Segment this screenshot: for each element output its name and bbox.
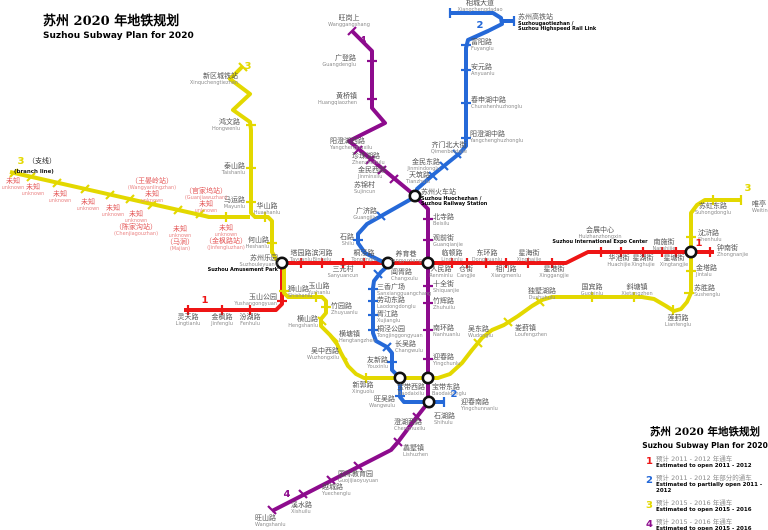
map-title-en: Suzhou Subway Plan for 2020 bbox=[43, 31, 194, 41]
line-4-path bbox=[271, 402, 429, 513]
station-tick bbox=[298, 489, 308, 499]
legend-item-line4: 4 预计 2015 - 2016 年通车 Estimated to open 2… bbox=[642, 519, 768, 530]
station-tick bbox=[365, 155, 375, 165]
map-title-zh: 苏州 2020 年地铁规划 bbox=[43, 14, 180, 29]
station-tick bbox=[353, 145, 363, 155]
map-title: 苏州 2020 年地铁规划 Suzhou Subway Plan for 202… bbox=[43, 10, 194, 41]
station-tick bbox=[382, 342, 392, 352]
station-tick bbox=[473, 338, 483, 348]
legend: 苏州 2020 年地铁规划 Suzhou Subway Plan for 202… bbox=[642, 424, 768, 530]
station-tick bbox=[376, 211, 386, 221]
interchange-station-circle bbox=[421, 256, 435, 270]
station-tick bbox=[173, 205, 183, 215]
line-3-path bbox=[228, 64, 282, 264]
legend-item-line3: 3 预计 2015 - 2016 年通车 Estimated to open 2… bbox=[642, 499, 768, 514]
station-tick bbox=[389, 174, 399, 184]
station-tick bbox=[238, 62, 248, 72]
interchange-station-circle bbox=[381, 256, 395, 270]
interchange-station-circle bbox=[408, 189, 422, 203]
legend-line2-zh: 预计 2011 - 2012 年部分的通车 bbox=[656, 474, 752, 482]
interchange-station-circle bbox=[421, 371, 435, 385]
legend-line3-zh: 预计 2015 - 2016 年通车 bbox=[656, 499, 733, 507]
legend-line3-en: Estimated to open 2015 - 2016 bbox=[656, 507, 752, 513]
legend-title-en: Suzhou Subway Plan for 2020 bbox=[642, 441, 768, 450]
legend-item-line2: 2 预计 2011 - 2012 年部分的通车 Estimated to par… bbox=[642, 474, 768, 495]
station-tick bbox=[267, 505, 277, 515]
interchange-station-circle bbox=[393, 371, 407, 385]
line-3-branch-path bbox=[9, 170, 250, 219]
legend-line1-en: Estimated to open 2011 - 2012 bbox=[656, 463, 752, 469]
legend-item-line1: 1 预计 2011 - 2012 年通车 Estimated to open 2… bbox=[642, 455, 768, 470]
legend-line4-zh: 预计 2015 - 2016 年通车 bbox=[656, 518, 733, 526]
legend-line2-number: 2 bbox=[646, 475, 653, 486]
station-tick bbox=[147, 200, 157, 210]
station-tick bbox=[353, 461, 363, 471]
interchange-station-circle bbox=[422, 395, 436, 409]
station-tick bbox=[329, 333, 339, 343]
station-tick bbox=[317, 316, 327, 326]
station-tick bbox=[326, 475, 336, 485]
station-tick bbox=[9, 168, 19, 178]
station-tick bbox=[377, 165, 387, 175]
station-tick bbox=[439, 161, 449, 171]
station-tick bbox=[503, 317, 513, 327]
station-tick bbox=[373, 269, 383, 279]
legend-line4-number: 4 bbox=[646, 519, 653, 530]
legend-line1-number: 1 bbox=[646, 456, 653, 467]
station-tick bbox=[412, 412, 422, 422]
line-3-path bbox=[282, 198, 741, 380]
station-tick bbox=[105, 190, 115, 200]
station-tick bbox=[125, 194, 135, 204]
station-tick bbox=[52, 178, 62, 188]
line-4-path bbox=[414, 195, 430, 400]
legend-line3-number: 3 bbox=[646, 500, 653, 511]
station-tick bbox=[338, 351, 348, 361]
station-tick bbox=[428, 171, 438, 181]
interchange-station-circle bbox=[684, 245, 698, 259]
line-2-path bbox=[371, 261, 444, 404]
station-tick bbox=[535, 297, 545, 307]
line-2-path bbox=[414, 11, 504, 195]
station-tick bbox=[80, 184, 90, 194]
legend-line2-en: Estimated to partially open 2011 - 2012 bbox=[656, 482, 763, 494]
legend-title-zh: 苏州 2020 年地铁规划 bbox=[649, 426, 761, 438]
station-tick bbox=[26, 172, 36, 182]
legend-line1-zh: 预计 2011 - 2012 年通车 bbox=[656, 455, 733, 463]
station-tick bbox=[195, 209, 205, 219]
station-tick bbox=[347, 26, 357, 36]
line-2-path bbox=[356, 196, 414, 265]
station-tick bbox=[452, 149, 462, 159]
legend-line4-en: Estimated to open 2015 - 2016 bbox=[656, 526, 752, 530]
station-tick bbox=[393, 437, 403, 447]
interchange-station-circle bbox=[275, 256, 289, 270]
